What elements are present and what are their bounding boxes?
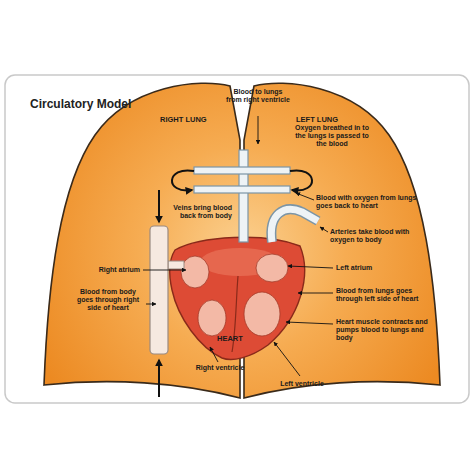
leader-line bbox=[210, 347, 218, 362]
leader-line bbox=[146, 304, 156, 305]
organ-name: RIGHT LUNG bbox=[160, 116, 207, 124]
leader-line bbox=[296, 193, 314, 200]
aorta-outline bbox=[271, 209, 318, 242]
heart-outline bbox=[170, 237, 305, 359]
flow-arrow bbox=[172, 170, 194, 190]
pulmonary-vein-tube bbox=[194, 186, 290, 193]
flow-arrow bbox=[290, 170, 312, 190]
leader-line bbox=[320, 227, 328, 232]
leader-line bbox=[298, 293, 333, 294]
flow-note: Blood from lungs goes through left side … bbox=[336, 287, 428, 303]
flow-note: Blood to lungs from right ventricle bbox=[226, 88, 290, 104]
vein-tube bbox=[168, 261, 184, 269]
part-name: Left atrium bbox=[336, 264, 406, 272]
organ-name: LEFT LUNG bbox=[296, 116, 338, 124]
flow-note: Veins bring blood back from body bbox=[170, 204, 232, 220]
aorta-tube bbox=[271, 209, 318, 242]
leader-line bbox=[143, 270, 186, 271]
diagram-title: Circulatory Model bbox=[30, 97, 131, 111]
heart-shape bbox=[160, 228, 312, 364]
pulmonary-artery-tube bbox=[194, 167, 290, 174]
flow-note: Blood with oxygen from lungs goes back t… bbox=[316, 194, 426, 210]
flow-note: Arteries take blood with oxygen to body bbox=[330, 228, 430, 244]
part-name: Left ventricle bbox=[262, 380, 342, 388]
right-ventricle-chamber bbox=[198, 300, 226, 336]
vena-cava-tube bbox=[150, 226, 168, 354]
flow-note: Heart muscle contracts and pumps blood t… bbox=[336, 318, 428, 342]
leader-line bbox=[274, 342, 300, 376]
heart: HEART bbox=[160, 228, 312, 364]
flow-arrow bbox=[158, 190, 160, 222]
leader-line bbox=[258, 116, 259, 144]
leader-line bbox=[288, 266, 333, 268]
leader-line bbox=[286, 322, 333, 324]
part-name: Right atrium bbox=[84, 266, 140, 274]
lung-outline bbox=[244, 83, 440, 398]
right-atrium-chamber bbox=[181, 256, 209, 288]
flow-arrow bbox=[158, 360, 160, 397]
organ-name: HEART bbox=[217, 335, 243, 343]
pulmonary-trunk bbox=[239, 150, 248, 242]
flow-note: Oxygen breathed in to the lungs is passe… bbox=[290, 124, 374, 148]
left-atrium-chamber bbox=[256, 254, 288, 282]
board-outline bbox=[5, 75, 469, 403]
flow-note: Blood from body goes through right side … bbox=[72, 288, 144, 312]
left-ventricle-chamber bbox=[244, 292, 280, 336]
part-name: Right ventricle bbox=[180, 364, 260, 372]
